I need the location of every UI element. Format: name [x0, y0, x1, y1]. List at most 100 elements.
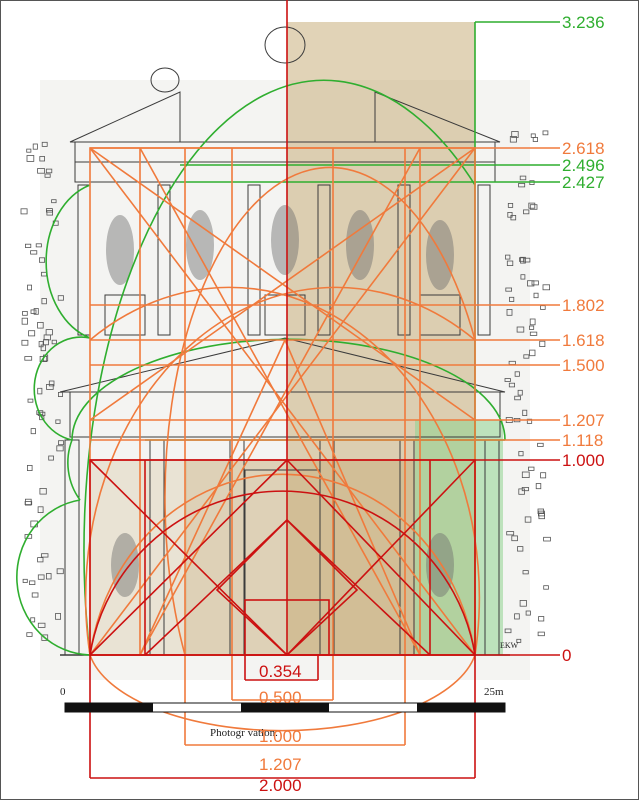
rubble-mark: [529, 318, 536, 326]
rubble-mark: [514, 371, 520, 377]
rubble-mark: [538, 616, 545, 622]
rubble-mark: [46, 208, 53, 213]
rubble-mark: [33, 308, 39, 315]
rubble-mark: [28, 330, 36, 337]
green-rectangle-right: [415, 420, 503, 655]
acroterion: [150, 67, 180, 93]
rubble-mark: [521, 471, 530, 478]
width-label: 0.354: [259, 662, 302, 681]
rubble-mark: [532, 137, 539, 142]
rubble-mark: [44, 173, 51, 178]
rubble-mark: [37, 506, 44, 513]
rubble-mark: [510, 214, 517, 221]
rubble-mark: [529, 331, 538, 336]
caption-text: Photogr vation.: [210, 727, 278, 739]
rubble-mark: [26, 148, 32, 153]
rubble-mark: [528, 202, 536, 209]
acroterion: [264, 26, 306, 64]
rubble-mark: [525, 610, 531, 616]
rubble-mark: [39, 355, 48, 362]
rubble-mark: [517, 389, 523, 396]
level-label: 1.618: [562, 331, 605, 350]
rubble-mark: [55, 613, 61, 620]
rubble-mark: [22, 310, 28, 316]
rubble-mark: [27, 284, 32, 291]
level-label: 1.000: [562, 451, 605, 470]
rubble-mark: [531, 280, 539, 286]
rubble-mark: [506, 308, 513, 316]
rubble-mark: [527, 280, 535, 287]
rubble-mark: [542, 130, 549, 136]
rubble-mark: [529, 325, 535, 330]
level-label: 1.500: [562, 356, 605, 375]
rubble-mark: [41, 298, 47, 305]
width-label: 1.207: [259, 755, 302, 774]
rubble-mark: [56, 568, 64, 575]
rubble-mark: [58, 440, 64, 446]
upper-column: [397, 184, 411, 336]
rubble-mark: [24, 243, 32, 248]
rubble-mark: [58, 391, 63, 397]
level-label: 2.618: [562, 139, 605, 158]
rubble-mark: [40, 344, 46, 352]
rubble-mark: [509, 296, 515, 302]
rubble-mark: [51, 339, 57, 345]
rubble-mark: [30, 309, 37, 314]
rubble-mark: [41, 553, 49, 558]
rubble-mark: [509, 136, 517, 143]
green-arc: [67, 439, 81, 501]
rubble-mark: [35, 243, 42, 248]
rubble-mark: [517, 546, 524, 552]
rubble-mark: [32, 143, 38, 150]
rubble-mark: [524, 516, 532, 523]
rubble-mark: [514, 395, 521, 401]
rubble-mark: [504, 378, 511, 382]
rubble-mark: [520, 274, 526, 280]
upper-column: [317, 184, 331, 336]
scale-end: 25m: [484, 686, 504, 698]
rubble-mark: [41, 141, 48, 147]
rubble-mark: [519, 175, 527, 181]
rubble-mark: [31, 592, 39, 598]
upper-column: [157, 184, 171, 336]
rubble-mark: [506, 531, 515, 536]
rubble-mark: [39, 156, 45, 162]
rubble-mark: [507, 211, 513, 218]
rubble-mark: [29, 580, 36, 586]
rubble-mark: [505, 254, 511, 260]
rubble-mark: [57, 295, 64, 301]
rubble-mark: [41, 634, 49, 641]
rubble-mark: [37, 168, 45, 174]
rubble-mark: [543, 585, 549, 590]
rubble-mark: [37, 557, 44, 563]
rubble-mark: [506, 260, 514, 266]
rubble-mark: [56, 445, 64, 452]
rubble-mark: [511, 535, 518, 542]
pedestal: [104, 294, 146, 336]
upper-column: [477, 184, 491, 336]
rubble-mark: [39, 487, 47, 495]
rubble-mark: [22, 578, 28, 583]
rubble-mark: [518, 451, 524, 457]
rubble-mark: [55, 419, 61, 424]
width-label: 1.000: [259, 727, 302, 746]
rubble-mark: [27, 398, 34, 403]
rubble-mark: [37, 321, 44, 329]
rubble-mark: [46, 210, 54, 216]
rubble-mark: [537, 442, 544, 447]
rubble-mark: [48, 455, 54, 461]
rubble-mark: [529, 349, 536, 357]
rubble-mark: [30, 250, 38, 255]
scale-start: 0: [60, 686, 66, 698]
rubble-mark: [24, 356, 33, 361]
right-labels: 3.236 2.618 2.496 2.427 1.802 1.618 1.50…: [562, 13, 605, 665]
rubble-mark: [518, 182, 526, 188]
rubble-mark: [26, 632, 33, 637]
rubble-mark: [522, 570, 529, 575]
rubble-mark: [37, 622, 46, 628]
tan-rectangle-left: [90, 460, 187, 655]
rubble-marks: [20, 130, 551, 643]
rubble-mark: [535, 483, 542, 490]
